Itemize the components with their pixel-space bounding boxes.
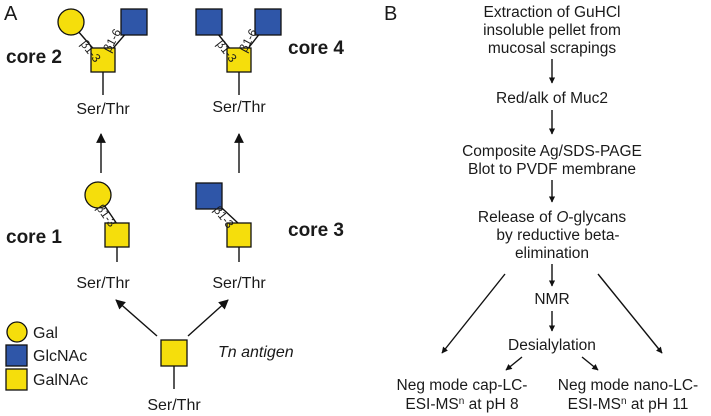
- core4-peptide: Ser/Thr: [212, 99, 266, 116]
- panel-b-label: B: [384, 3, 397, 25]
- glcnac-icon: [120, 8, 148, 36]
- step2: Red/alk of Muc2: [496, 90, 608, 107]
- flow-arrow-desial-right: [581, 356, 599, 371]
- galnac-icon: [5, 368, 28, 391]
- core1-peptide: Ser/Thr: [76, 275, 130, 292]
- tn-antigen-label: Tn antigen: [218, 344, 294, 361]
- step1-line3: mucosal scrapings: [488, 40, 617, 57]
- glcnac-icon: [195, 182, 223, 210]
- step3-line2: Blot to PVDF membrane: [468, 161, 636, 178]
- core3-peptide: Ser/Thr: [212, 275, 266, 292]
- left-output-line1: Neg mode cap-LC-: [397, 377, 528, 394]
- desialylation-label: Desialylation: [508, 337, 596, 354]
- tn-peptide: Ser/Thr: [147, 397, 201, 414]
- core2-structure: β1-3 β1-6 core 2 Ser/Thr: [6, 8, 148, 118]
- core1-structure: β1-3 core 1 Ser/Thr: [6, 181, 130, 292]
- nmr-label: NMR: [534, 291, 569, 308]
- core4-structure: β1-3 β1-6 core 4 Ser/Thr: [195, 8, 344, 116]
- arrow-tn-to-core3: [187, 299, 229, 337]
- legend-glcnac: GlcNAc: [33, 348, 87, 365]
- core4-label: core 4: [288, 38, 344, 59]
- panel-a-label: A: [4, 3, 18, 25]
- gal-icon: [6, 321, 28, 343]
- step1-line1: Extraction of GuHCl: [484, 4, 621, 21]
- step3-line1: Composite Ag/SDS-PAGE: [462, 143, 642, 160]
- legend: Gal GlcNAc GalNAc: [5, 321, 88, 391]
- legend-galnac: GalNAc: [33, 372, 88, 389]
- gal-icon: [84, 181, 112, 209]
- right-output-line2: ESI-MSn at pH 11: [568, 396, 689, 414]
- step4-line2: by reductive beta-: [496, 227, 619, 244]
- step1-line2: insoluble pellet from: [483, 22, 621, 39]
- tn-antigen-structure: Tn antigen Ser/Thr: [147, 339, 294, 414]
- left-output-line2: ESI-MSn at pH 8: [405, 396, 518, 414]
- legend-gal: Gal: [33, 325, 58, 342]
- galnac-icon: [90, 47, 116, 73]
- flow-arrow-left-long: [441, 273, 506, 354]
- galnac-icon: [226, 222, 252, 248]
- core2-label: core 2: [6, 47, 62, 68]
- step4-line1: Release of O-glycans: [478, 209, 626, 226]
- step4-line3: elimination: [515, 245, 589, 262]
- galnac-icon: [104, 222, 130, 248]
- right-output-line1: Neg mode nano-LC-: [558, 377, 698, 394]
- glcnac-icon: [195, 8, 223, 36]
- core2-peptide: Ser/Thr: [76, 101, 130, 118]
- arrow-tn-to-core1: [115, 299, 158, 337]
- flowchart: Extraction of GuHCl insoluble pellet fro…: [397, 4, 699, 413]
- gal-icon: [57, 8, 85, 36]
- galnac-icon: [160, 339, 188, 367]
- glcnac-icon: [5, 344, 28, 367]
- core3-label: core 3: [288, 220, 344, 241]
- core1-label: core 1: [6, 227, 62, 248]
- glcnac-icon: [254, 8, 282, 36]
- flow-arrow-right-long: [597, 273, 663, 354]
- core3-structure: β1-3 core 3 Ser/Thr: [195, 182, 344, 292]
- flow-arrow-desial-left: [505, 356, 523, 371]
- galnac-icon: [226, 47, 252, 73]
